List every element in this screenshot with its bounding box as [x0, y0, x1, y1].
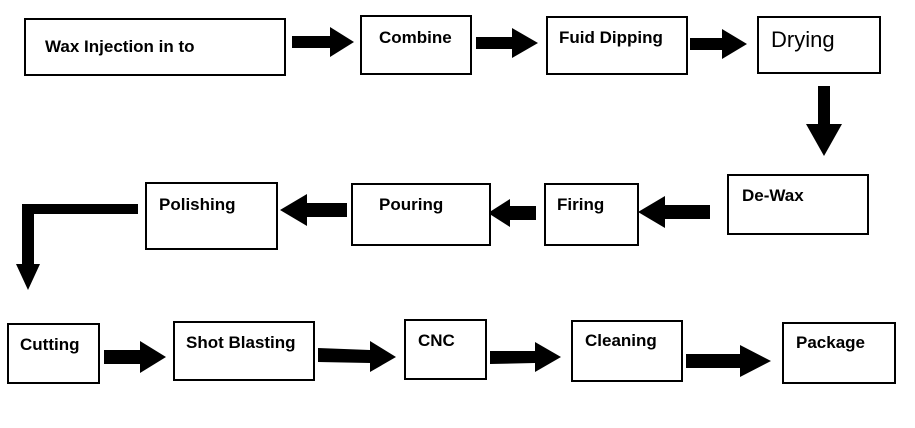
arrow-drying-to-dewax	[806, 86, 842, 156]
step-shot-blasting: Shot Blasting	[173, 321, 315, 381]
step-label: Package	[796, 333, 865, 352]
step-label: Polishing	[159, 195, 236, 214]
step-label: Drying	[771, 27, 835, 52]
step-drying: Drying	[757, 16, 881, 74]
step-package: Package	[782, 322, 896, 384]
step-cnc: CNC	[404, 319, 487, 380]
arrow-firing-to-pouring	[488, 199, 536, 227]
step-label: CNC	[418, 331, 455, 350]
step-label: Shot Blasting	[186, 333, 296, 352]
arrow-combine-to-dipping	[476, 28, 538, 58]
step-label: De-Wax	[742, 186, 804, 205]
step-polishing: Polishing	[145, 182, 278, 250]
step-label: Fuid Dipping	[559, 28, 663, 47]
arrow-wax-to-combine	[292, 27, 354, 57]
step-label: Cutting	[20, 335, 80, 354]
arrow-dewax-to-firing	[638, 196, 710, 228]
step-label: Combine	[379, 28, 452, 47]
step-cleaning: Cleaning	[571, 320, 683, 382]
step-de-wax: De-Wax	[727, 174, 869, 235]
arrow-shotblasting-to-cnc	[318, 341, 396, 372]
step-label: Pouring	[379, 195, 444, 214]
step-cutting: Cutting	[7, 323, 100, 384]
arrow-dipping-to-drying	[690, 29, 747, 59]
arrow-cutting-to-shotblasting	[104, 341, 166, 373]
step-combine: Combine	[360, 15, 472, 75]
step-wax-injection: Wax Injection in to	[24, 18, 286, 76]
step-label: Firing	[557, 195, 605, 214]
arrow-cnc-to-cleaning	[490, 342, 561, 372]
step-firing: Firing	[544, 183, 639, 246]
step-label: Cleaning	[585, 331, 657, 350]
step-fuid-dipping: Fuid Dipping	[546, 16, 688, 75]
arrow-pouring-to-polishing	[280, 194, 347, 226]
step-label: Wax Injection in to	[45, 37, 195, 56]
arrow-polishing-to-cutting	[16, 204, 138, 290]
step-pouring: Pouring	[351, 183, 491, 246]
arrow-cleaning-to-package	[686, 345, 771, 377]
